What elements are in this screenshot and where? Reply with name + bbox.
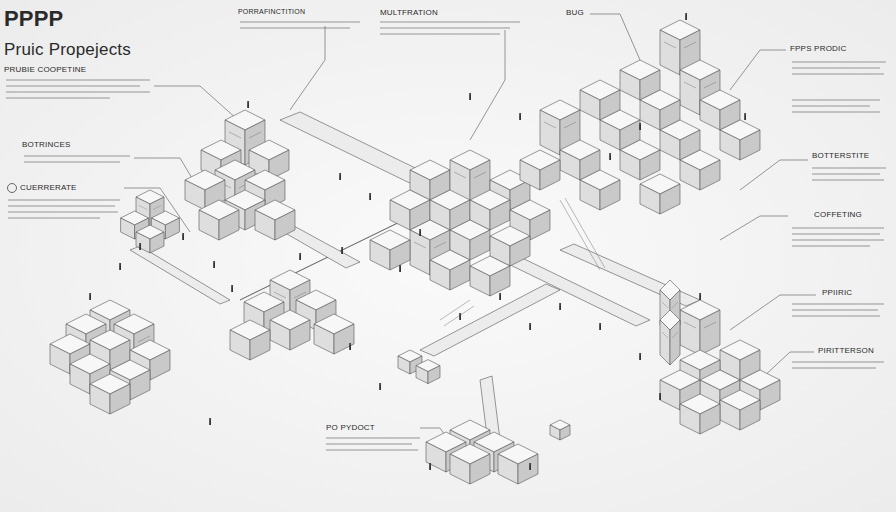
section-label: BOTRINCES <box>22 140 70 149</box>
section-label: BUG <box>566 8 584 17</box>
section-label: MULTFRATION <box>380 8 438 17</box>
section-label: PORRAFINCTITION <box>238 8 305 15</box>
subtitle: Pruic Propejects <box>4 40 131 60</box>
section-label: PPIIRIC <box>822 288 852 297</box>
section-label: FPPS PRODIC <box>790 44 846 53</box>
section-label: PRUBIE COOPETINE <box>4 65 86 74</box>
section-label: PO PYDOCT <box>326 423 375 432</box>
section-label: BOTTERSTITE <box>812 151 869 160</box>
section-label: PIRITTERSON <box>818 346 874 355</box>
section-label: CUERRERATE <box>20 183 77 192</box>
section-label: COFFETING <box>814 210 862 219</box>
title: PPPP <box>4 6 64 32</box>
